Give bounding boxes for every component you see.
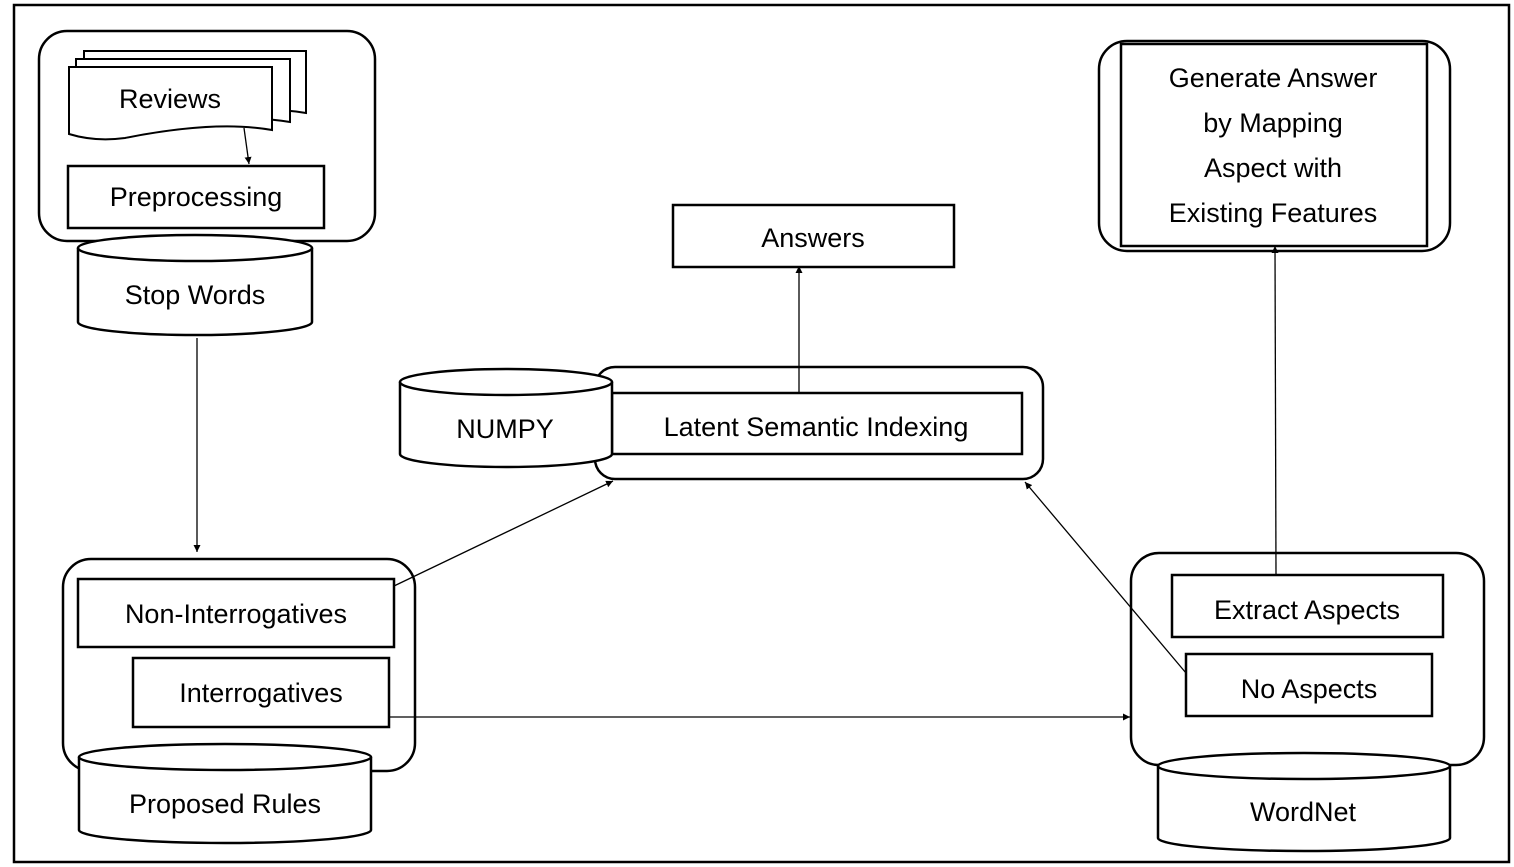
stop-words-db: Stop Words: [76, 233, 314, 337]
reviews-doc-stack: Reviews: [68, 50, 307, 141]
numpy-db: NUMPY: [398, 367, 614, 469]
interrogatives-box: [131, 656, 391, 729]
numpy-label: NUMPY: [456, 414, 554, 444]
lsi-label: Latent Semantic Indexing: [664, 412, 969, 442]
arrow-extractaspects-generate: [1271, 245, 1279, 576]
stop-words-label: Stop Words: [125, 280, 266, 310]
extract-aspects-label: Extract Aspects: [1214, 595, 1400, 625]
preprocessing-box: [66, 164, 326, 230]
answers-box: [671, 203, 956, 269]
generate-answer-line-3: Aspect with: [1204, 153, 1342, 183]
wordnet-db: WordNet: [1156, 751, 1452, 853]
arrow-noaspects-lsi: [1024, 481, 1187, 674]
arrow-reviews-preprocessing: [243, 127, 252, 165]
generate-answer-line-4: Existing Features: [1169, 198, 1378, 228]
extract-aspects-box: [1170, 573, 1445, 639]
no-aspects-label: No Aspects: [1241, 674, 1378, 704]
wordnet-label: WordNet: [1250, 797, 1357, 827]
generate-answer-line-2: by Mapping: [1203, 108, 1343, 138]
non-interrogatives-box: [76, 577, 396, 649]
interrogatives-label: Interrogatives: [179, 678, 343, 708]
no-aspects-box: [1184, 652, 1434, 718]
non-interrogatives-label: Non-Interrogatives: [125, 599, 347, 629]
generate-answer-line-1: Generate Answer: [1169, 63, 1378, 93]
generate-answer-box: [1119, 42, 1429, 248]
proposed-rules-label: Proposed Rules: [129, 789, 321, 819]
reviews-label: Reviews: [119, 84, 221, 114]
outer-frame: [12, 3, 1511, 864]
proposed-rules-db: Proposed Rules: [77, 742, 373, 845]
answers-label: Answers: [761, 223, 865, 253]
arrow-noninterrogatives-lsi: [393, 480, 614, 587]
preprocessing-label: Preprocessing: [110, 182, 283, 212]
